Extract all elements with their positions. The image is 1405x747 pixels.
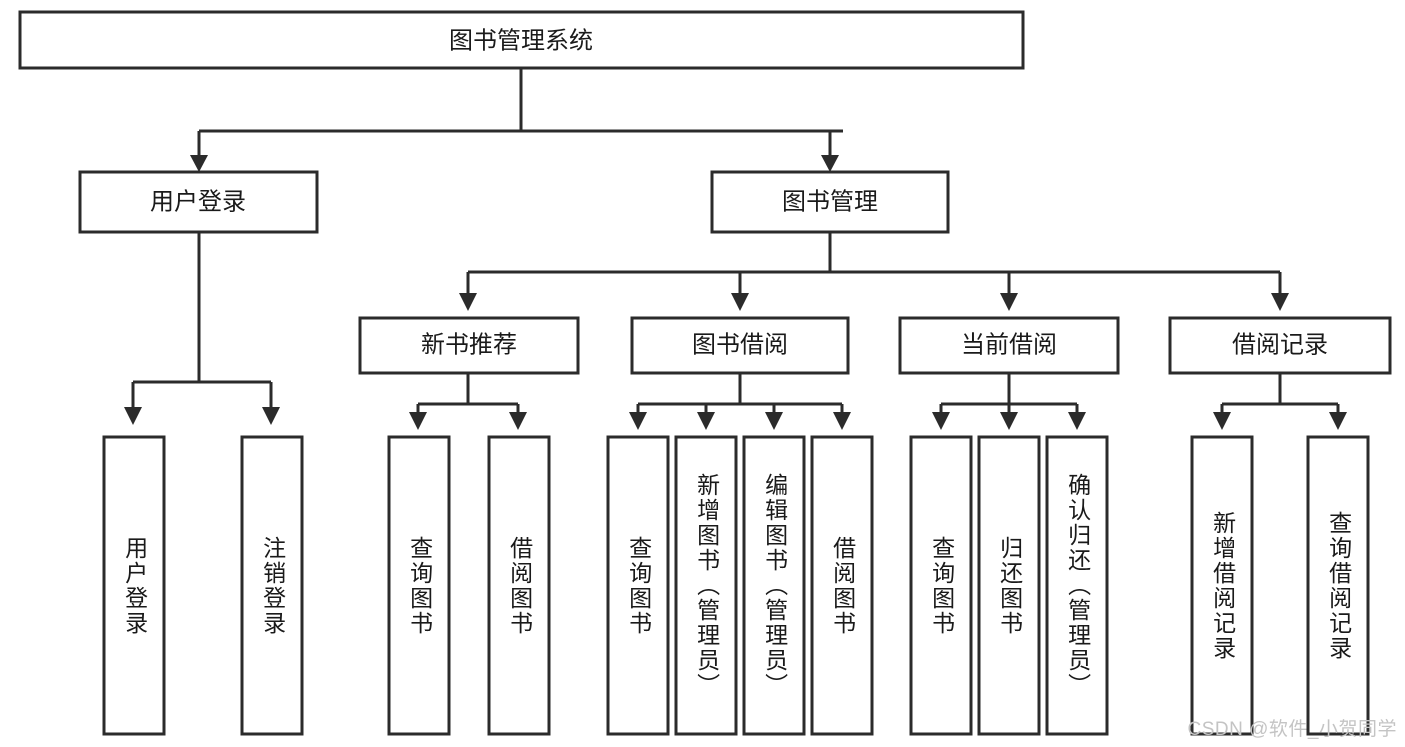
leaf-box-user-login xyxy=(102,435,166,736)
connector-bookborrow-to-leaves xyxy=(629,373,851,430)
leaf-box-cb-return-book xyxy=(977,435,1041,736)
connector-newbook-to-leaves xyxy=(409,373,527,430)
node-book-borrow-label: 图书借阅 xyxy=(692,331,788,358)
node-book-borrow[interactable]: 图书借阅 xyxy=(630,316,850,375)
node-root[interactable]: 图书管理系统 xyxy=(18,10,1025,70)
leaf-box-bb-query-book xyxy=(606,435,670,736)
leaf-box-nb-query-book xyxy=(387,435,451,736)
node-borrow-record-label: 借阅记录 xyxy=(1232,331,1328,358)
connector-currentborrow-to-leaves xyxy=(932,373,1086,430)
node-user-login-label: 用户登录 xyxy=(150,188,246,215)
node-root-label: 图书管理系统 xyxy=(449,27,593,54)
connector-borrowrecord-to-leaves xyxy=(1213,373,1347,430)
node-current-borrow-label: 当前借阅 xyxy=(961,331,1057,358)
leaf-boxes xyxy=(102,435,1370,736)
leaf-box-br-add-record xyxy=(1190,435,1254,736)
leaf-box-br-query-record xyxy=(1306,435,1370,736)
node-book-management[interactable]: 图书管理 xyxy=(710,170,950,234)
leaf-box-bb-edit-book xyxy=(742,435,806,736)
connector-userlogin-to-leaves xyxy=(124,233,280,425)
leaf-box-bb-borrow-book xyxy=(810,435,874,736)
node-new-book-recommend[interactable]: 新书推荐 xyxy=(358,316,580,375)
node-current-borrow[interactable]: 当前借阅 xyxy=(898,316,1120,375)
leaf-box-user-logout xyxy=(240,435,304,736)
leaf-box-bb-add-book xyxy=(674,435,738,736)
leaf-box-cb-query-book xyxy=(909,435,973,736)
leaf-box-cb-confirm-return xyxy=(1045,435,1109,736)
node-book-management-label: 图书管理 xyxy=(782,188,878,215)
watermark-text: CSDN @软件_小贺同学 xyxy=(1187,719,1397,740)
connector-bookmgmt-to-level3 xyxy=(459,233,1289,311)
leaf-box-nb-borrow-book xyxy=(487,435,551,736)
connector-root-to-level2 xyxy=(190,69,843,172)
node-user-login[interactable]: 用户登录 xyxy=(78,170,319,234)
node-new-book-recommend-label: 新书推荐 xyxy=(421,331,517,358)
node-borrow-record[interactable]: 借阅记录 xyxy=(1168,316,1392,375)
